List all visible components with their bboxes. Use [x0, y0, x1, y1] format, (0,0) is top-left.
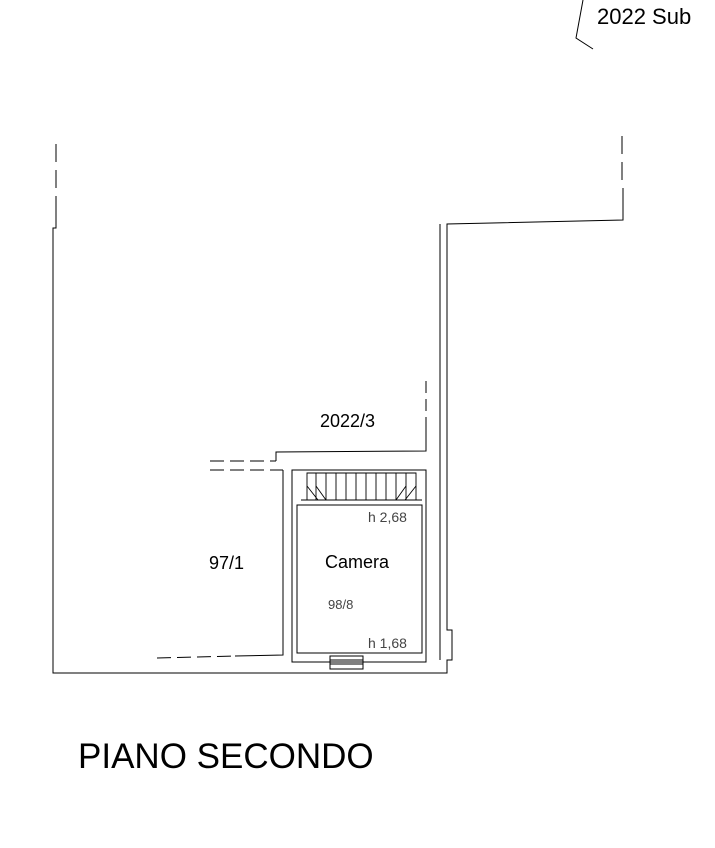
staircase — [301, 472, 422, 501]
room-height-top: h 2,68 — [368, 509, 407, 525]
room-name: Camera — [325, 552, 390, 572]
room-height-bottom: h 1,68 — [368, 635, 407, 651]
room-parcel: 98/8 — [328, 597, 353, 612]
parcel-label-west: 97/1 — [209, 553, 244, 573]
outer-wall — [52, 136, 624, 674]
floor-title: PIANO SECONDO — [78, 737, 374, 776]
window — [329, 655, 364, 670]
reference-tag-label: 2022 Sub — [597, 4, 691, 29]
reference-tag — [575, 0, 594, 50]
parcel-label-north: 2022/3 — [320, 411, 375, 431]
room-camera-walls — [291, 469, 427, 663]
parcel-2022-3-boundary — [156, 381, 427, 659]
